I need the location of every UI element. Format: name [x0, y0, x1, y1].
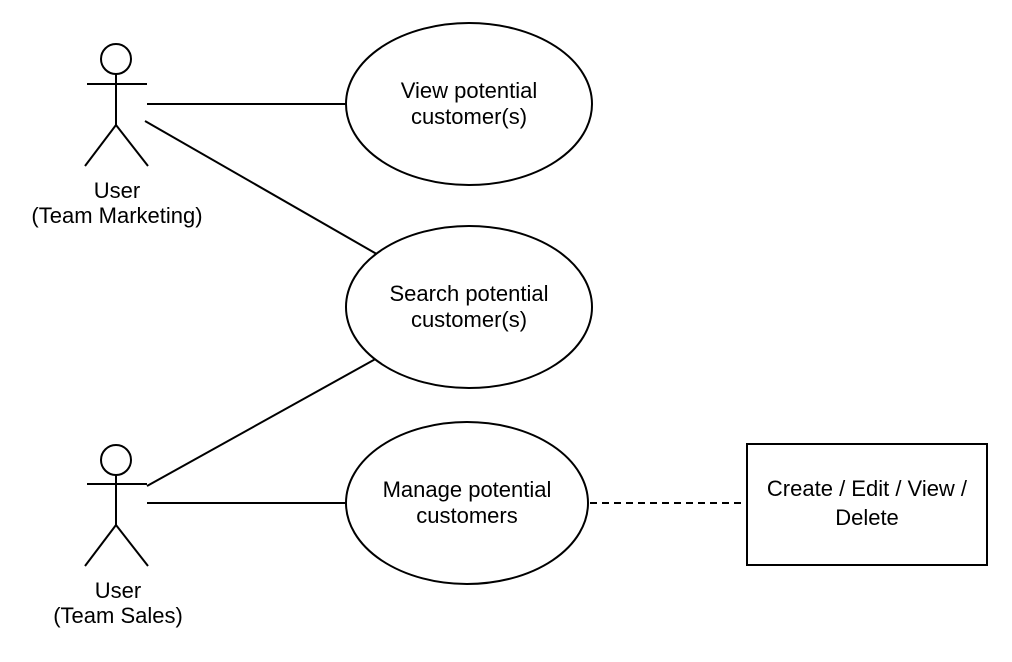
- crud-box-rect: [746, 443, 988, 566]
- usecase-manage-potential-customers: Manage potential customers: [345, 421, 589, 585]
- crud-box-label-line2: Delete: [835, 505, 899, 530]
- actor-sales: User (Team Sales): [53, 444, 183, 628]
- actor-left-leg: [84, 524, 117, 567]
- actor-name-label: User: [95, 578, 141, 603]
- usecase-view-potential-customers: View potential customer(s): [345, 22, 593, 186]
- actor-name-label: User: [94, 178, 140, 203]
- actor-head: [100, 444, 132, 476]
- actor-head: [100, 43, 132, 75]
- actor-team-label: (Team Marketing): [31, 203, 202, 228]
- usecase-ellipse: [345, 22, 593, 186]
- usecase-label-line2: customers: [416, 503, 517, 528]
- usecase-label-line2: customer(s): [411, 307, 527, 332]
- usecase-label-line1: Manage potential: [383, 477, 552, 502]
- crud-box: Create / Edit / View / Delete: [746, 443, 988, 566]
- crud-box-label-line1: Create / Edit / View /: [767, 476, 968, 501]
- usecase-label-line1: Search potential: [390, 281, 549, 306]
- usecase-label-line2: customer(s): [411, 104, 527, 129]
- usecase-search-potential-customers: Search potential customer(s): [345, 225, 593, 389]
- actor-right-leg: [115, 524, 149, 567]
- actor-right-leg: [115, 124, 149, 167]
- usecase-label-line1: View potential: [401, 78, 538, 103]
- usecase-ellipse: [345, 225, 593, 389]
- actor-marketing: User (Team Marketing): [31, 43, 203, 228]
- actor-team-label: (Team Sales): [53, 603, 183, 628]
- usecase-ellipse: [345, 421, 589, 585]
- actor-left-leg: [84, 124, 117, 167]
